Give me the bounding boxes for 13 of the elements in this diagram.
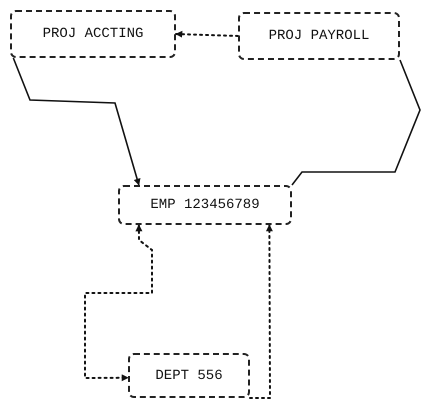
arrow (249, 224, 273, 399)
record-name: DEPT 556 (155, 368, 223, 384)
record-box (128, 353, 250, 398)
record-box (238, 12, 400, 60)
arrow (84, 224, 153, 382)
arrow (12, 58, 140, 186)
connector-line (291, 60, 421, 186)
arrow (175, 30, 239, 38)
record-box (118, 185, 292, 225)
record-name: EMP 123456789 (150, 197, 260, 213)
record-name: PROJ ACCTING (42, 26, 144, 42)
record-name: PROJ PAYROLL (268, 28, 370, 44)
record-box (10, 10, 176, 58)
